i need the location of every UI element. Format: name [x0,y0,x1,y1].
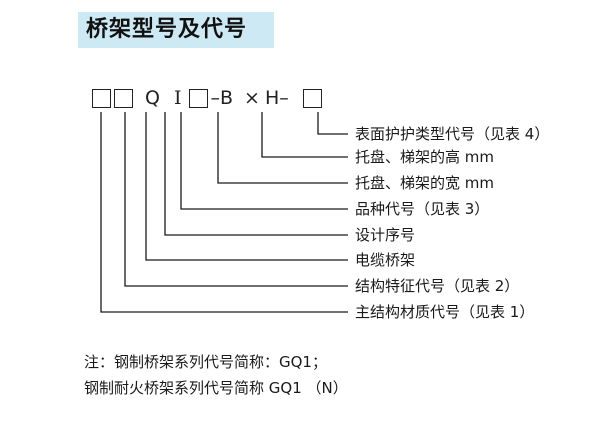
leader-height [261,112,348,158]
code-slot-material [92,88,111,108]
leader-width [217,112,348,184]
leader-surface [317,112,348,135]
leader-structure [124,112,348,287]
code-i: I [173,87,182,109]
code-b: –B [210,87,234,109]
page-title: 桥架型号及代号 [78,12,274,48]
label-width: 托盘、梯架的宽 mm [355,174,494,192]
note-line-2: 钢制耐火桥架系列代号简称 GQ1 （N） [84,379,348,397]
leader-variety [180,112,348,210]
leader-design [164,112,348,236]
code-slot-surface [302,88,322,108]
leader-material [100,112,348,313]
code-h: H– [264,87,289,109]
code-q: Q [145,87,160,109]
code-slot-design [189,88,209,108]
leader-tray [145,112,348,261]
code-slot-structure [114,88,133,108]
code-times: × [244,87,260,109]
label-cable-tray: 电缆桥架 [355,251,416,269]
label-variety: 品种代号（见表 3） [355,200,490,218]
label-design-seq: 设计序号 [355,226,416,244]
label-structure: 结构特征代号（见表 2） [355,277,520,295]
label-surface-code: 表面护护类型代号（见表 4） [355,125,550,143]
note-line-1: 注：钢制桥架系列代号简称：GQ1； [84,353,327,371]
label-height: 托盘、梯架的高 mm [355,148,494,166]
label-material: 主结构材质代号（见表 1） [355,303,535,321]
model-code-row: Q I –B × H– [92,86,322,110]
